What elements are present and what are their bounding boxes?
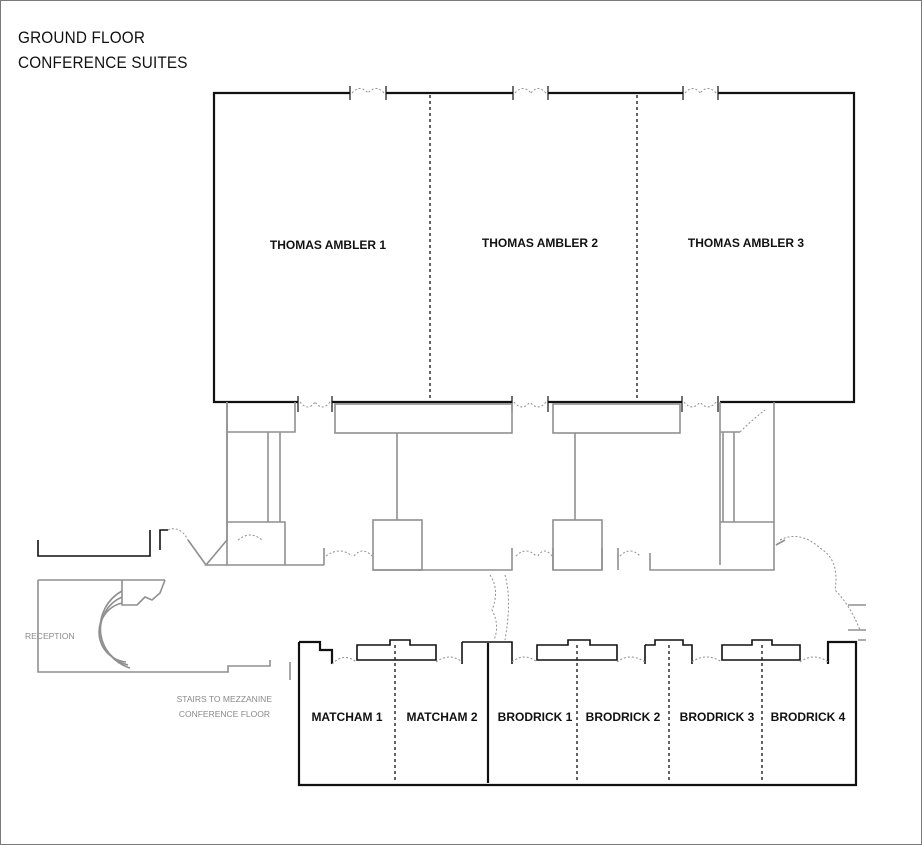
door-ta1-bottom [297, 396, 333, 412]
room-label-thomas-ambler-1: THOMAS AMBLER 1 [270, 238, 387, 252]
matcham-brodrick-block: MATCHAM 1 MATCHAM 2 BRODRICK 1 BRODRICK … [297, 639, 858, 787]
thomas-ambler-block: THOMAS AMBLER 1 THOMAS AMBLER 2 THOMAS A… [212, 86, 856, 412]
room-label-matcham-2: MATCHAM 2 [406, 710, 477, 724]
corridor-area [187, 402, 866, 641]
plan-title-line-2: CONFERENCE SUITES [18, 53, 188, 72]
door-ta1-top [349, 86, 387, 100]
reception-label: RECEPTION [25, 631, 75, 641]
room-label-brodrick-2: BRODRICK 2 [586, 710, 661, 724]
room-label-brodrick-1: BRODRICK 1 [498, 710, 573, 724]
door-ta2-bottom [511, 396, 549, 412]
door-ta3-top [682, 86, 719, 100]
room-label-matcham-1: MATCHAM 1 [311, 710, 382, 724]
room-label-thomas-ambler-3: THOMAS AMBLER 3 [688, 236, 805, 250]
stairs-label-line-2: CONFERENCE FLOOR [179, 709, 270, 719]
plan-title-line-1: GROUND FLOOR [18, 28, 146, 47]
reception-area: RECEPTION STAIRS TO MEZZANINE CONFERENCE… [25, 528, 291, 719]
room-label-thomas-ambler-2: THOMAS AMBLER 2 [482, 236, 599, 250]
door-ta2-top [512, 86, 549, 100]
stairs-label-line-1: STAIRS TO MEZZANINE [177, 694, 273, 704]
room-label-brodrick-3: BRODRICK 3 [680, 710, 755, 724]
door-ta3-bottom [681, 396, 719, 412]
room-label-brodrick-4: BRODRICK 4 [771, 710, 846, 724]
